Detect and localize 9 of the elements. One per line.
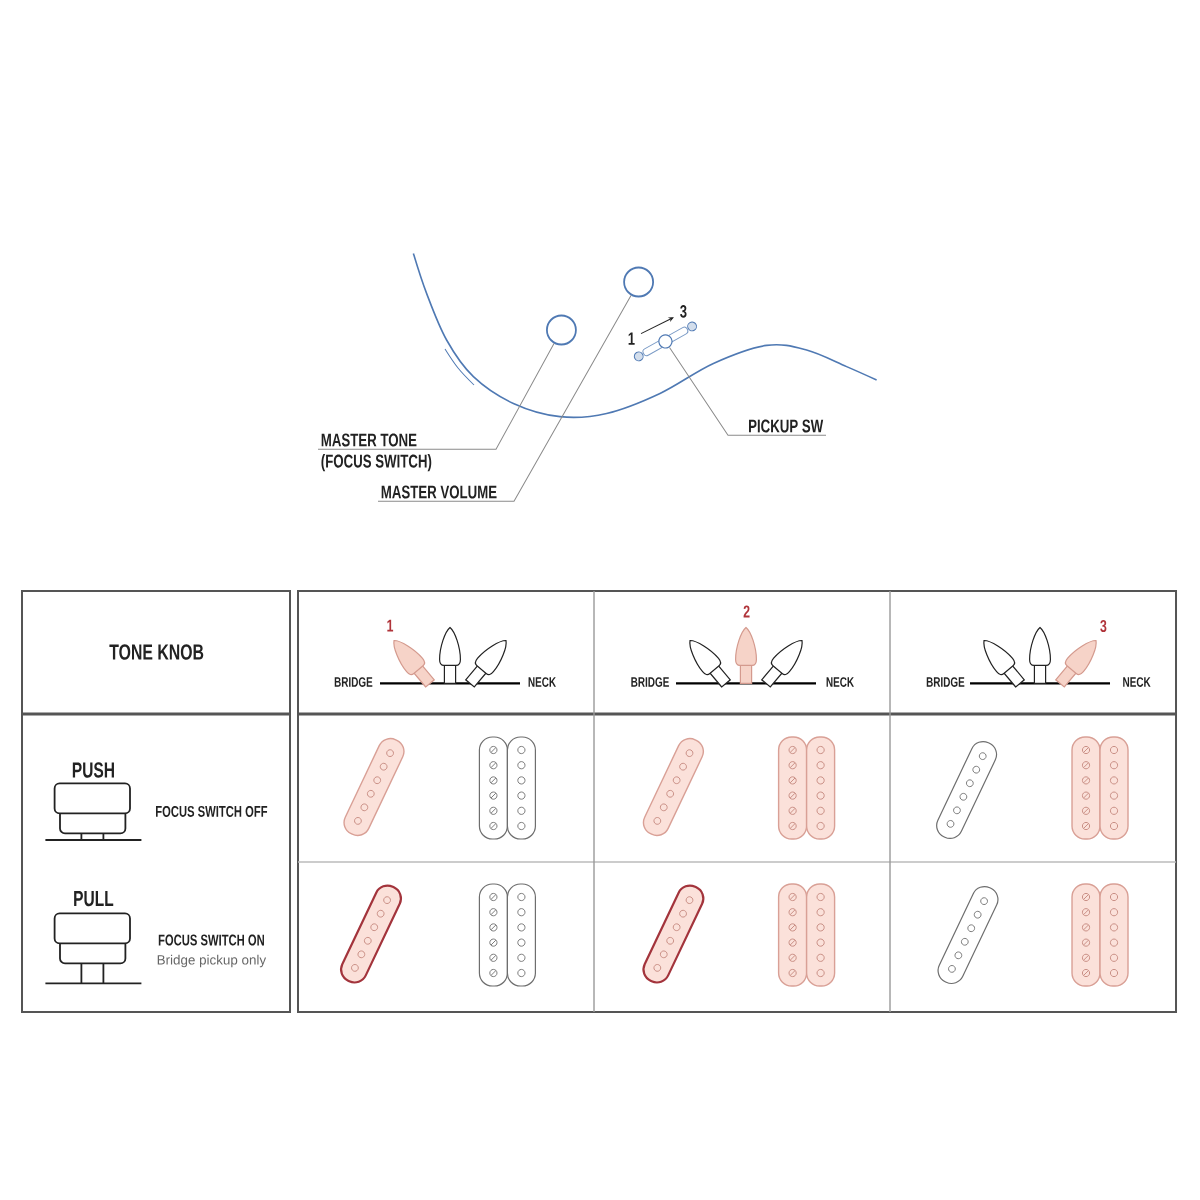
- position-number: 2: [743, 605, 750, 618]
- position-number: 3: [680, 305, 687, 318]
- state-label: PUSH: [72, 762, 114, 778]
- position-number: 1: [387, 619, 394, 632]
- position-number: 3: [1100, 619, 1107, 633]
- callout-label: (FOCUS SWITCH): [321, 454, 432, 472]
- position-number: 1: [628, 332, 635, 345]
- state-label: PULL: [74, 891, 114, 907]
- header-text: TONE KNOB: [109, 644, 204, 660]
